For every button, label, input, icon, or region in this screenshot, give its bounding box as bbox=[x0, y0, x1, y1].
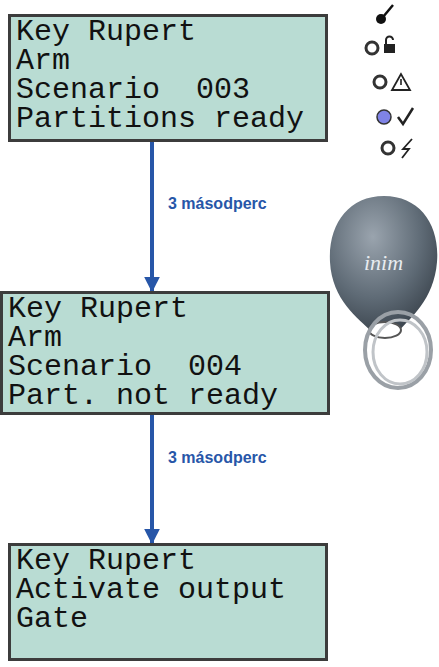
key-icon bbox=[383, 5, 393, 17]
display-line: Part. not ready bbox=[8, 382, 322, 411]
lock-icon bbox=[384, 44, 395, 53]
key-ring bbox=[365, 312, 431, 388]
brand-logo: inim bbox=[364, 250, 403, 276]
keyfob-body bbox=[330, 196, 437, 332]
flow-arrow bbox=[150, 415, 154, 543]
check-icon bbox=[398, 108, 413, 124]
warning-icon bbox=[392, 74, 410, 90]
keyfob-illustration bbox=[330, 196, 437, 388]
led-ring bbox=[374, 76, 386, 88]
time-label: 3 másodperc bbox=[168, 195, 267, 213]
led-ring bbox=[382, 142, 394, 154]
lcd-display: Key RupertArmScenario 004Part. not ready bbox=[0, 291, 330, 415]
display-line: Scenario 003 bbox=[16, 76, 320, 105]
power-icon bbox=[402, 139, 412, 158]
display-line: Key Rupert bbox=[8, 295, 322, 324]
display-line: Key Rupert bbox=[16, 547, 320, 576]
display-line: Scenario 004 bbox=[8, 353, 322, 382]
time-label: 3 másodperc bbox=[168, 449, 267, 467]
display-line: Arm bbox=[16, 47, 320, 76]
display-line: Activate output bbox=[16, 576, 320, 605]
status-icons bbox=[366, 5, 413, 158]
warning-icon bbox=[400, 79, 402, 85]
lock-icon bbox=[386, 37, 393, 45]
display-line: Arm bbox=[8, 324, 322, 353]
key-ring bbox=[373, 320, 427, 384]
lcd-display: Key RupertArmScenario 003Partitions read… bbox=[8, 14, 328, 142]
flow-arrow bbox=[150, 142, 154, 291]
display-line: Gate bbox=[16, 605, 320, 634]
display-line: Partitions ready bbox=[16, 105, 320, 134]
display-line: Key Rupert bbox=[16, 18, 320, 47]
led-lit bbox=[377, 110, 391, 124]
led-ring bbox=[366, 42, 378, 54]
lcd-display: Key RupertActivate outputGate bbox=[8, 543, 328, 661]
